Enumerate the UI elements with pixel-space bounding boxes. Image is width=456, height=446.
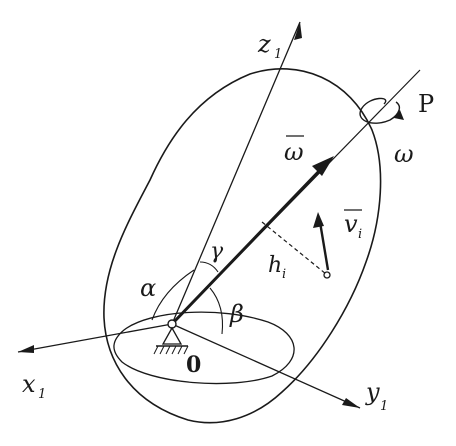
x-axis-subscript: 1 [38,387,46,402]
angle-gamma-arc [199,261,219,273]
x1-axis-line [17,323,173,353]
omega-vector-arrowhead [312,156,334,176]
point-i [323,271,331,279]
x-axis-label: x [22,370,36,398]
rotation-loop-arrow [394,110,404,120]
rotation-loop [359,97,401,124]
velocity-vector-arrowhead [313,212,324,228]
distance-subscript: i [282,267,286,282]
y-axis-subscript: 1 [380,399,388,414]
x1-axis-arrow [18,345,34,353]
omega-scalar-label: ω [394,140,414,168]
angle-alpha-arc [151,269,195,321]
omega-vector-line [170,166,324,326]
z1-axis-line [171,21,301,325]
velocity-label: v [344,210,358,238]
omega-vector-label: ω [284,138,304,166]
y-axis-label: y [365,378,380,406]
y1-axis-line [171,323,361,409]
velocity-vector-line [318,221,330,271]
angle-beta-arc [209,287,224,335]
z1-axis-arrow [294,22,302,40]
body-outline [103,68,382,424]
angle-alpha-label: α [140,274,156,302]
velocity-subscript: i [358,227,362,242]
y1-axis-arrow [342,398,360,408]
p-axis-label: P [418,90,434,118]
base-ellipse [113,311,295,385]
distance-label: h [268,253,282,278]
origin-label: 0 [186,352,201,378]
angle-beta-label: β [229,300,244,328]
angle-gamma-label: γ [210,239,224,264]
support-hatching [153,345,189,355]
z-axis-label: z [257,30,271,58]
z-axis-subscript: 1 [274,47,282,62]
support-triangle [161,326,183,345]
